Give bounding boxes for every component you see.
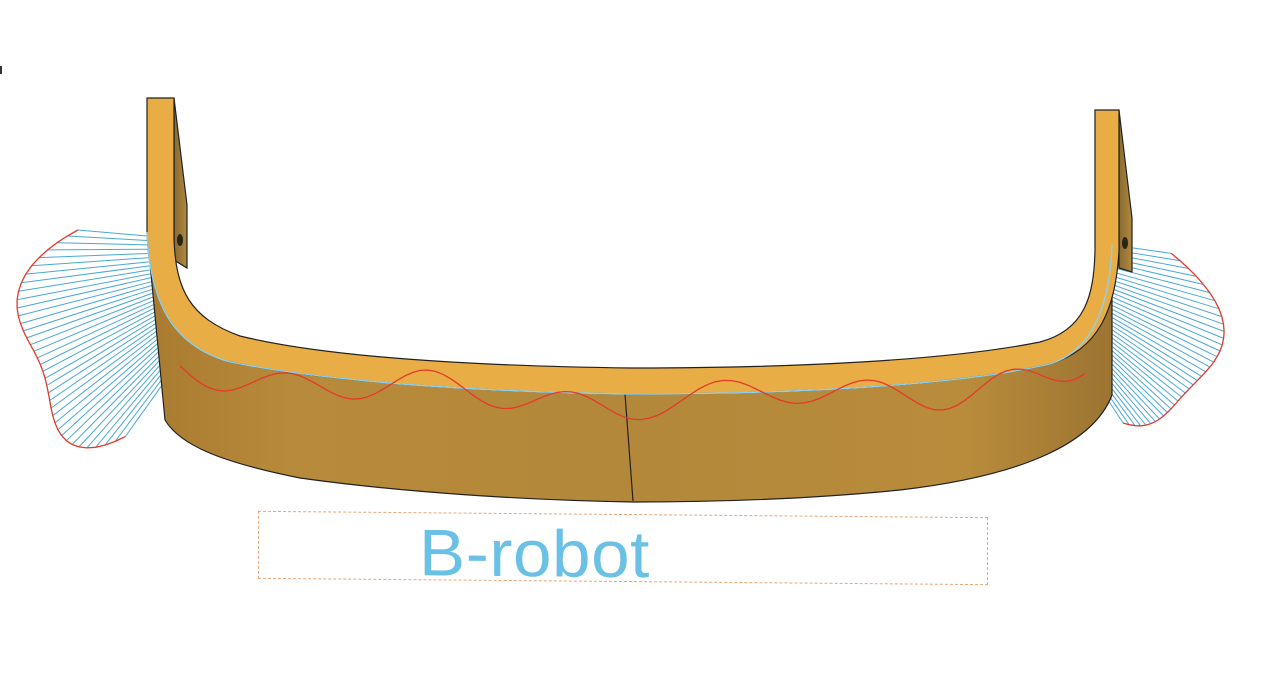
comb-tooth [49, 322, 163, 401]
comb-tooth [1105, 301, 1218, 358]
comb-tooth [44, 313, 159, 379]
comb-tooth [1103, 312, 1206, 373]
comb-tooth [1110, 266, 1210, 294]
comb-tooth [20, 285, 153, 325]
comb-tooth [1106, 298, 1221, 352]
comb-tooth [23, 288, 153, 332]
comb-tooth [1101, 322, 1194, 386]
comb-tooth [31, 257, 149, 267]
comb-tooth [1099, 328, 1186, 394]
comb-tooth [42, 309, 158, 372]
comb-tooth [46, 316, 160, 386]
comb-tooth [1108, 282, 1224, 325]
comb-tooth [57, 335, 168, 431]
comb-tooth [18, 281, 152, 317]
comb-tooth [30, 296, 155, 346]
comb-tooth [52, 329, 165, 417]
seam-line [624, 393, 634, 502]
comb-tooth [26, 292, 154, 339]
comb-tooth [71, 343, 172, 445]
comb-tooth [39, 253, 149, 259]
comb-tooth [1108, 286, 1225, 332]
comb-tooth [1109, 278, 1222, 318]
comb-envelope-right [1122, 252, 1225, 427]
comb-tooth [18, 269, 150, 292]
comb-tooth [54, 332, 166, 424]
right-mount-hole[interactable] [1122, 237, 1128, 249]
comb-tooth [61, 338, 169, 436]
comb-tooth [77, 229, 148, 237]
comb-tooth [67, 235, 148, 241]
top-edge-highlight [146, 231, 1113, 395]
comb-tooth [1103, 315, 1202, 377]
comb-tooth [78, 346, 173, 448]
comb-envelope-front [179, 365, 1086, 421]
comb-envelope-left [16, 229, 126, 449]
comb-tooth [48, 319, 162, 394]
comb-tooth [1107, 294, 1223, 346]
comb-tooth [25, 261, 149, 275]
comb-tooth [1105, 305, 1214, 363]
comb-tooth [1104, 308, 1211, 368]
comb-tooth [21, 265, 150, 284]
comb-tooth [40, 306, 158, 365]
comb-tooth [17, 273, 151, 301]
comb-tooth [57, 242, 148, 246]
comb-tooth [1102, 319, 1198, 382]
comb-tooth [16, 277, 151, 309]
bumper-top-face[interactable] [146, 97, 1120, 395]
comb-tooth [1107, 290, 1224, 339]
curvature-comb-left [16, 229, 1086, 449]
comb-tooth [1098, 331, 1182, 398]
comb-tooth [33, 299, 156, 352]
sketch-text-b-robot[interactable]: B-robot [419, 515, 650, 592]
left-mount-hole[interactable] [177, 234, 183, 246]
comb-tooth [1110, 270, 1216, 302]
comb-tooth [86, 349, 175, 449]
sketch-text-bounding-box[interactable]: B-robot [258, 510, 988, 592]
comb-tooth [47, 248, 148, 251]
comb-tooth [1109, 274, 1220, 310]
viewport-marker [0, 66, 2, 74]
comb-tooth [37, 303, 157, 359]
comb-tooth [1100, 325, 1190, 390]
comb-tooth [66, 340, 170, 442]
comb-tooth [50, 326, 164, 409]
